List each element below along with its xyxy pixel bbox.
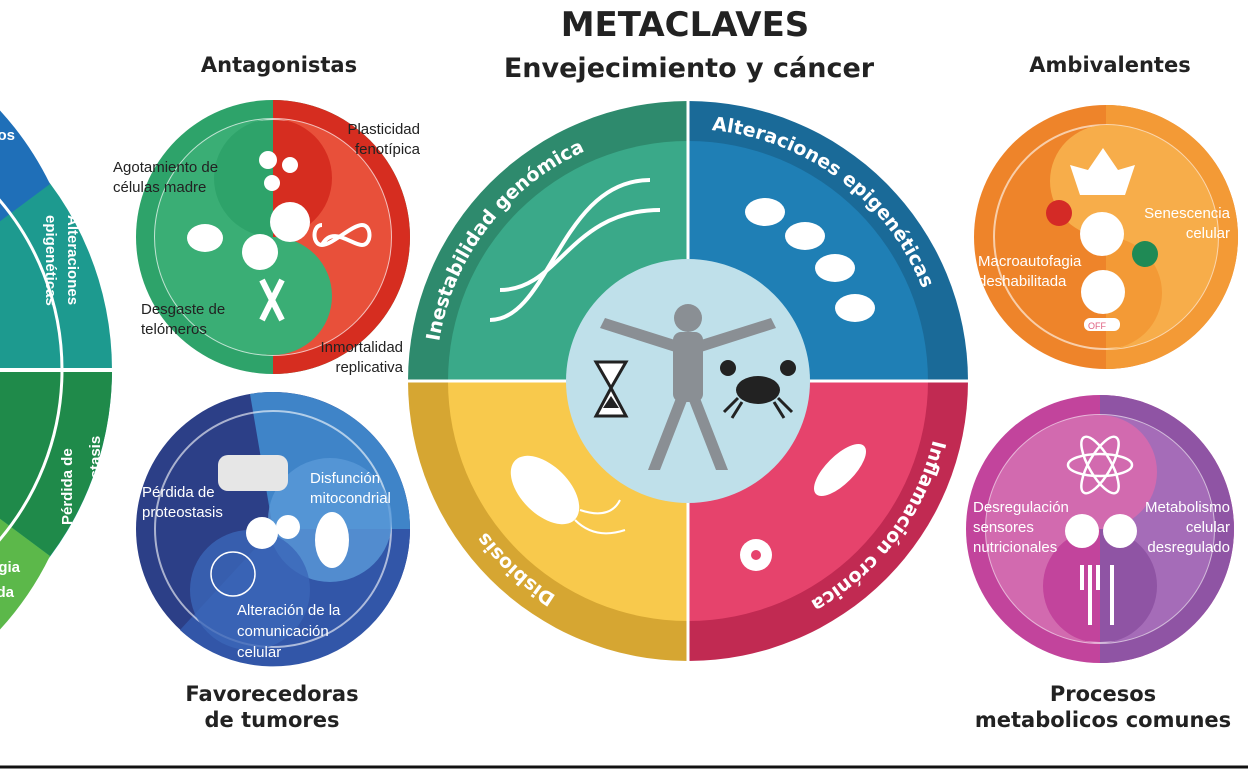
hourglass-icon: [593, 360, 629, 418]
crab-icon: [720, 360, 796, 419]
left-label-epigenetic: Alteraciones: [64, 215, 81, 305]
left-label-epigenetic-2: epigenéticas: [42, 215, 59, 306]
hourglass-icon: [242, 234, 278, 270]
title: METACLAVES: [561, 5, 810, 45]
atom-icon: [1066, 435, 1134, 495]
chromosome-icon: [259, 278, 285, 322]
label-immortality: Inmortalidad: [320, 339, 403, 356]
label-telomeres-2: telómeros: [141, 321, 207, 338]
off-label: OFF: [1088, 321, 1106, 331]
bacteria-icon: [510, 455, 626, 535]
infinity-icon: [312, 222, 372, 248]
left-label-proteostasis: Pérdida de: [59, 448, 76, 525]
label-stem-cells-2: células madre: [113, 179, 206, 196]
macrophage-icon: [740, 444, 866, 571]
dna-icon: [489, 178, 661, 322]
metabolic-title: Procesos: [1050, 682, 1156, 706]
label-stem-cells: Agotamiento de: [113, 159, 218, 176]
label-plasticity-2: fenotípica: [355, 141, 421, 158]
left-label-macro: Macroautofagia: [0, 559, 21, 576]
left-label-proteostasis-2: proteostasis: [87, 436, 104, 525]
off-toggle: [1084, 318, 1120, 331]
crab-icon: [276, 515, 300, 539]
vitruvian-figure-icon: [600, 304, 776, 470]
antagonists-diagram: [136, 100, 410, 374]
crab-icon: [270, 202, 310, 242]
hourglass-icon: [246, 517, 278, 549]
label-nutrient-sensing: Desregulación: [973, 499, 1069, 516]
label-plasticity: Plasticidad: [347, 121, 420, 138]
autophagosome-icon: [1081, 270, 1125, 314]
label-senescence: Senescencia: [1144, 205, 1231, 222]
tumor-promoting-title-2: de tumores: [205, 708, 340, 732]
metabolic-diagram: [966, 395, 1234, 663]
web-icon: [210, 551, 256, 597]
subtitle: Envejecimiento y cáncer: [504, 53, 875, 84]
label-communication-3: celular: [237, 644, 281, 661]
protein-icon: [218, 455, 288, 491]
mitochondria-icon: [315, 512, 349, 568]
ambivalent-diagram: OFF: [974, 105, 1238, 369]
tumor-promoting-title: Favorecedoras: [185, 682, 358, 706]
crab-red-icon: [1046, 200, 1072, 226]
label-senescence-2: celular: [1186, 225, 1230, 242]
label-nutrient-sensing-3: nutricionales: [973, 539, 1057, 556]
cutlery-icon: [1080, 565, 1114, 625]
label-proteostasis: Pérdida de: [142, 484, 215, 501]
ambivalent-title: Ambivalentes: [1029, 53, 1190, 77]
main-diagram: Inestabilidad genómica Alteraciones epig…: [408, 101, 968, 661]
label-telomeres: Desgaste de: [141, 301, 225, 318]
hourglass-icon: [1065, 514, 1099, 548]
crab-green-icon: [1132, 241, 1158, 267]
stem-cell-icon: [187, 224, 223, 252]
left-partial-diagram: Desgaste de telómeros Alteraciones epige…: [0, 110, 112, 630]
label-communication-2: comunicación: [237, 623, 329, 640]
label-nutrient-sensing-2: sensores: [973, 519, 1034, 536]
hourglass-icon: [1080, 212, 1124, 256]
label-metabolism-3: desregulado: [1147, 539, 1230, 556]
antagonists-title: Antagonistas: [201, 53, 357, 77]
left-label-telomeres: Desgaste de telómeros: [0, 127, 15, 144]
label-immortality-2: replicativa: [335, 359, 403, 376]
tumor-promoting-diagram: [136, 392, 411, 667]
label-communication: Alteración de la: [237, 602, 341, 619]
label-metabolism: Metabolismo: [1145, 499, 1230, 516]
label-macroautophagy: Macroautofagia: [978, 253, 1082, 270]
label-metabolism-2: celular: [1186, 519, 1230, 536]
chromatin-icon: [745, 198, 875, 322]
crab-icon: [1103, 514, 1137, 548]
label-macroautophagy-2: deshabilitada: [978, 273, 1067, 290]
label-mito: Disfunción: [310, 470, 380, 487]
label-mito-2: mitocondrial: [310, 490, 391, 507]
left-label-macro-2: deshabilitada: [0, 584, 15, 601]
maple-leaf-icon: [1070, 148, 1135, 195]
metabolic-title-2: metabolicos comunes: [975, 708, 1231, 732]
label-proteostasis-2: proteostasis: [142, 504, 223, 521]
